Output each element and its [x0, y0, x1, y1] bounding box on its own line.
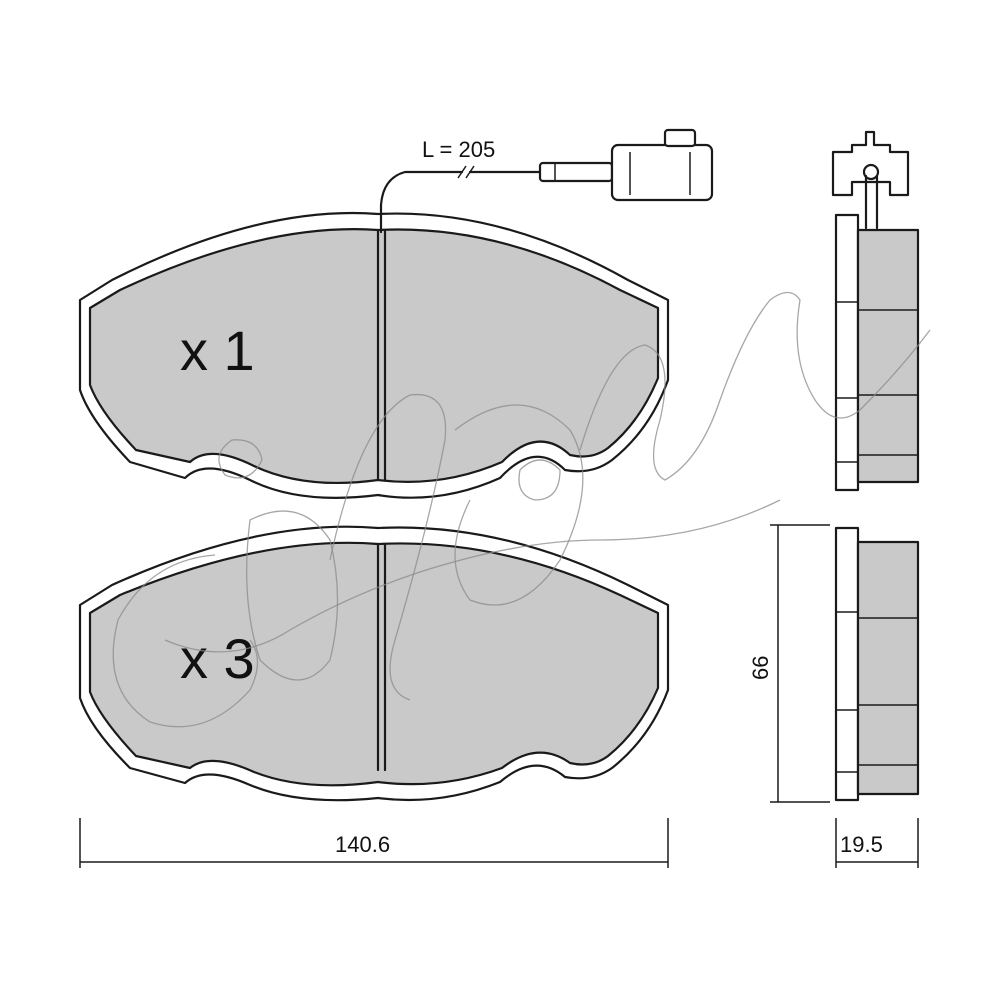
- thickness-label: 19.5: [840, 832, 883, 857]
- watermark-stroke-2: [218, 439, 263, 479]
- bottom-pad-friction-material: [88, 541, 660, 787]
- brand-watermark-logo: [112, 291, 931, 728]
- wear-sensor: L = 205: [379, 128, 714, 234]
- side-top-backing: [834, 213, 860, 492]
- wire-break-mark-1: [457, 165, 467, 179]
- sensor-clip: [831, 130, 910, 197]
- sensor-clip-eyelet: [862, 163, 880, 181]
- watermark-stroke-7: [164, 499, 781, 653]
- top-pad-friction-material: [88, 228, 660, 484]
- wire-length-label: L = 205: [422, 137, 495, 162]
- top-brake-pad: x 1: [78, 211, 670, 499]
- bottom-pad-quantity-label: x 3: [180, 627, 255, 690]
- side-top-friction: [856, 228, 920, 484]
- sensor-clip-wire: [864, 174, 879, 230]
- watermark-stroke-5: [454, 404, 584, 606]
- watermark-stroke-3: [246, 510, 339, 681]
- sensor-connector-plug: [610, 143, 714, 202]
- bottom-brake-pad: x 3: [78, 525, 670, 802]
- sensor-wire: [379, 170, 542, 234]
- side-view-bottom: [834, 526, 920, 802]
- watermark-stroke-4: [329, 393, 447, 701]
- height-label: 66: [748, 656, 773, 680]
- thickness-dimension: 19.5: [835, 818, 919, 868]
- height-dimension: 66: [748, 524, 830, 803]
- width-label: 140.6: [335, 832, 390, 857]
- watermark-stroke-1: [112, 554, 259, 728]
- side-view-top: [831, 130, 920, 492]
- width-dimension: 140.6: [79, 818, 669, 868]
- wire-break-mark-2: [465, 165, 475, 179]
- sensor-connector-latch: [663, 128, 697, 148]
- top-pad-quantity-label: x 1: [180, 319, 255, 382]
- side-bottom-backing: [834, 526, 860, 802]
- watermark-stroke-6: [579, 291, 931, 481]
- watermark-stroke-8: [518, 459, 561, 501]
- sensor-connector-sleeve: [538, 161, 614, 183]
- side-bottom-friction: [856, 540, 920, 796]
